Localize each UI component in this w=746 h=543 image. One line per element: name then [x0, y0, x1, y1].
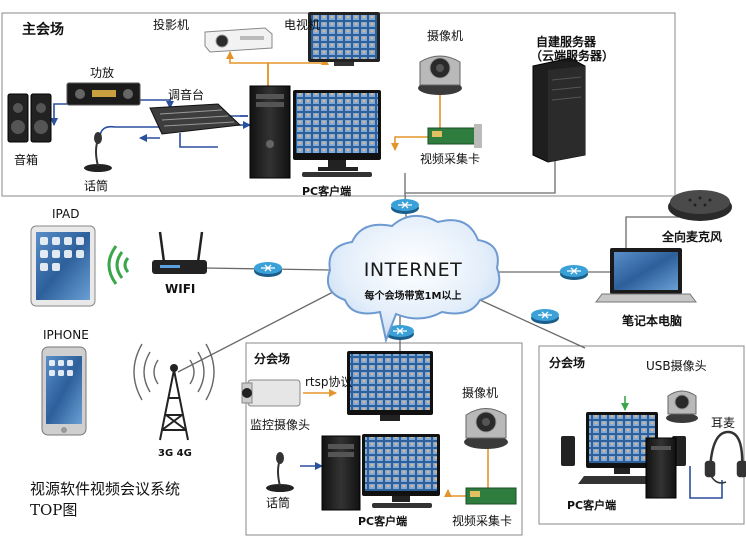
surveillance-camera-device — [241, 379, 301, 407]
network-label: 3G 4G — [158, 448, 192, 459]
rtsp-protocol-label: rtsp协议 — [305, 375, 353, 389]
internet-cloud — [326, 215, 501, 344]
amplifier-label: 功放 — [90, 66, 115, 80]
laptop-device — [595, 248, 697, 303]
sub-a-capture-card-device — [465, 487, 517, 505]
cell-tower-device — [133, 343, 215, 441]
iphone-label: IPHONE — [43, 328, 89, 342]
caption-line2: TOP图 — [30, 501, 78, 519]
tv-label: 电视机 — [284, 18, 321, 32]
wifi-signal-icon — [107, 245, 130, 285]
sub-a-camera-device — [464, 408, 508, 449]
sub-a-pc-client-label: PC客户端 — [358, 515, 408, 528]
sub-b-pc-tower — [645, 437, 677, 499]
sub-venue-a-box — [245, 342, 523, 536]
server-device — [532, 57, 586, 163]
headset-label: 耳麦 — [711, 416, 736, 430]
sub-a-pc-tower — [321, 435, 361, 511]
main-microphone-device — [84, 132, 112, 172]
amplifier-device — [66, 82, 141, 106]
sub-b-audio-wiring — [689, 466, 723, 499]
main-pc-client-label: PC客户端 — [302, 185, 352, 198]
sub-venue-b-title: 分会场 — [549, 356, 586, 370]
sub-a-microphone-device — [266, 452, 294, 492]
main-camera-device — [418, 55, 462, 95]
projector-label: 投影机 — [153, 18, 190, 32]
speakerphone-device — [668, 190, 732, 221]
wifi-router-device — [152, 231, 207, 274]
sub-b-monitor — [578, 412, 666, 484]
sub-b-pc-client-label: PC客户端 — [567, 499, 617, 512]
main-capture-card-label: 视频采集卡 — [420, 152, 481, 166]
iphone-device — [41, 346, 87, 436]
wifi-label: WIFI — [165, 282, 196, 296]
server-label-line1: 自建服务器 — [536, 35, 597, 49]
main-venue-title: 主会场 — [22, 22, 64, 38]
headset-device — [704, 430, 746, 484]
caption-line1: 视源软件视频会议系统 — [30, 480, 181, 498]
sub-a-capture-card-label: 视频采集卡 — [452, 514, 513, 528]
internet-title: INTERNET — [363, 259, 463, 281]
main-microphone-label: 话筒 — [84, 179, 109, 193]
main-capture-card-device — [427, 124, 482, 148]
sub-venue-a-title: 分会场 — [254, 352, 291, 366]
main-pc-tower — [249, 85, 291, 179]
ipad-device — [30, 225, 96, 307]
speaker-label: 音箱 — [14, 153, 39, 167]
speaker-devices — [7, 93, 52, 143]
projector-device — [204, 27, 273, 53]
usb-camera-device — [666, 390, 698, 423]
sub-a-camera-label: 摄像机 — [462, 386, 499, 400]
sub-a-monitor-top — [347, 351, 433, 421]
server-label-line2: （云端服务器） — [530, 49, 615, 63]
router-icons — [254, 199, 588, 340]
sub-venue-b-box — [538, 345, 745, 525]
ipad-label: IPAD — [52, 207, 80, 221]
sub-a-monitor — [362, 434, 440, 508]
main-monitor — [293, 90, 381, 177]
diagram-caption: 视源软件视频会议系统 TOP图 — [30, 479, 180, 521]
tv-device — [308, 12, 380, 66]
main-camera-label: 摄像机 — [427, 29, 464, 43]
sub-a-microphone-label: 话筒 — [266, 496, 291, 510]
internet-bandwidth-note: 每个会场带宽1M以上 — [364, 291, 462, 302]
mixer-device — [149, 103, 242, 135]
surveillance-camera-label: 监控摄像头 — [250, 418, 311, 432]
usb-camera-label: USB摄像头 — [646, 359, 707, 373]
speakerphone-label: 全向麦克风 — [662, 230, 723, 244]
mixer-label: 调音台 — [168, 88, 205, 102]
laptop-label: 笔记本电脑 — [622, 314, 683, 328]
